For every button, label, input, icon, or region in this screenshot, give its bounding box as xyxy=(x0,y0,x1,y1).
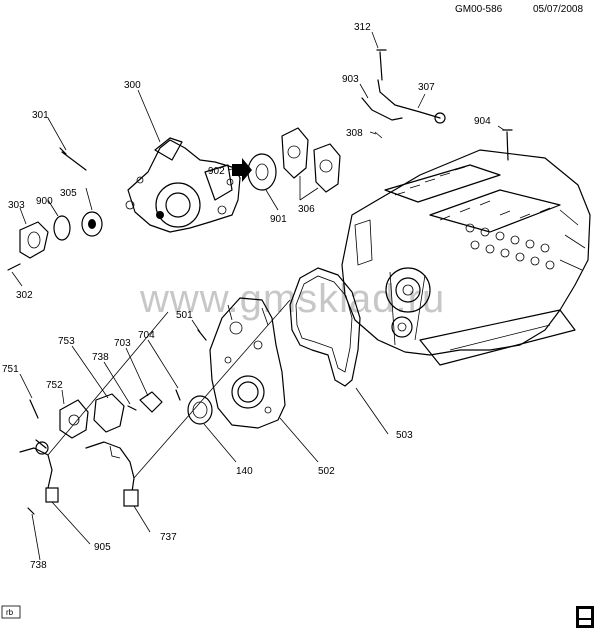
callout-905: 905 xyxy=(94,542,111,553)
rb-badge xyxy=(1,605,21,619)
gm-logo-icon xyxy=(576,606,594,628)
callout-306: 306 xyxy=(298,204,315,215)
drawing-id: GM00-586 xyxy=(455,4,503,15)
callout-901: 901 xyxy=(270,214,287,225)
water-pump-drawing xyxy=(125,137,241,233)
direction-arrow-icon xyxy=(232,158,252,182)
bolt-312 xyxy=(376,49,387,81)
callout-300: 300 xyxy=(124,80,141,91)
callout-703: 703 xyxy=(114,338,131,349)
callout-738-top: 738 xyxy=(92,352,109,363)
callout-737: 737 xyxy=(160,532,177,543)
gasket-753 xyxy=(93,393,125,433)
callout-305: 305 xyxy=(60,188,77,199)
gasket-upper xyxy=(281,127,309,179)
engine-block-drawing xyxy=(341,149,591,366)
callout-904: 904 xyxy=(474,116,491,127)
callout-302: 302 xyxy=(16,290,33,301)
rb-badge-label: rb xyxy=(6,608,14,617)
callout-752: 752 xyxy=(46,380,63,391)
front-crank-seal xyxy=(187,395,213,425)
callout-902: 902 xyxy=(208,166,225,177)
wiring-harness xyxy=(19,439,139,515)
gasket-lower xyxy=(313,143,341,193)
front-timing-cover xyxy=(209,297,286,429)
callout-753: 753 xyxy=(58,336,75,347)
callout-900: 900 xyxy=(36,196,53,207)
callout-labels: 312 903 307 308 904 300 301 902 305 900 … xyxy=(2,22,491,571)
timing-cover-gasket xyxy=(289,267,361,387)
leader-lines xyxy=(11,31,505,561)
callout-751: 751 xyxy=(2,364,19,375)
water-outlet-752 xyxy=(59,399,89,439)
callout-503: 503 xyxy=(396,430,413,441)
callout-903: 903 xyxy=(342,74,359,85)
bolt-301 xyxy=(59,147,87,171)
callout-140: 140 xyxy=(236,466,253,477)
callout-303: 303 xyxy=(8,200,25,211)
callout-308: 308 xyxy=(346,128,363,139)
pcv-tube xyxy=(377,79,441,119)
thermostat-gasket xyxy=(53,215,71,241)
callout-307: 307 xyxy=(418,82,435,93)
thermostat xyxy=(81,211,103,237)
callout-502: 502 xyxy=(318,466,335,477)
water-pump-gasket xyxy=(247,153,277,191)
callout-501: 501 xyxy=(176,310,193,321)
callout-738-bottom: 738 xyxy=(30,560,47,571)
callout-301: 301 xyxy=(32,110,49,121)
hose-903 xyxy=(361,97,403,121)
thermostat-housing xyxy=(19,221,49,259)
drawing-date: 05/07/2008 xyxy=(533,4,583,15)
callout-312: 312 xyxy=(354,22,371,33)
callout-704: 704 xyxy=(138,330,155,341)
bolt-904 xyxy=(502,129,513,161)
